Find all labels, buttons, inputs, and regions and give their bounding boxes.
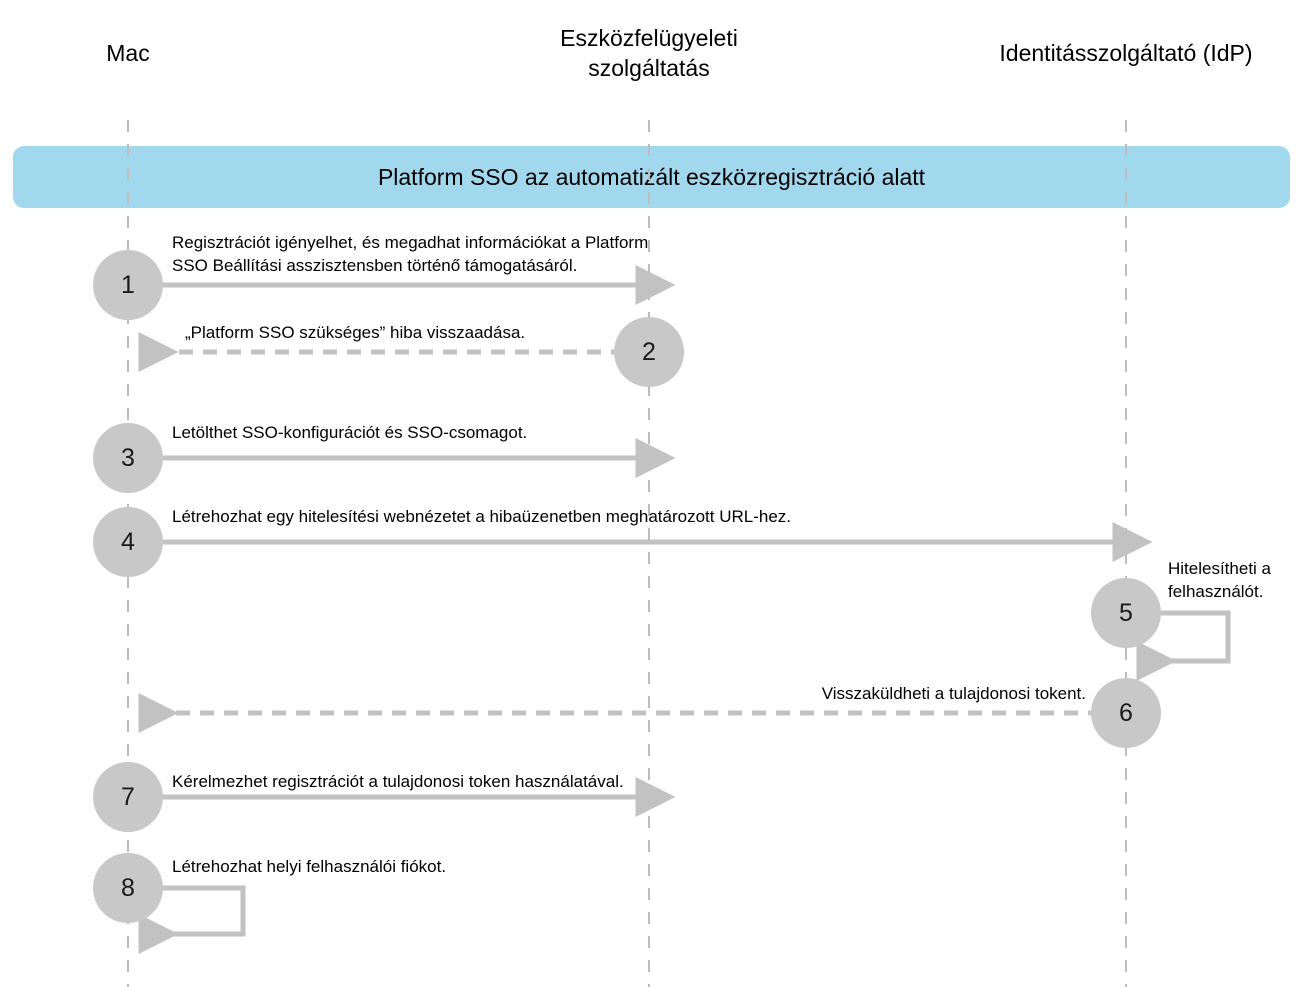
step-circle-6[interactable]: 6	[1091, 678, 1161, 748]
step-circle-7[interactable]: 7	[93, 762, 163, 832]
actor-header-idp: Identitásszolgáltató (IdP)	[999, 40, 1253, 66]
message-label-step-1: Regisztrációt igényelhet, és megadhat in…	[172, 233, 649, 275]
step-circle-1[interactable]: 1	[93, 250, 163, 320]
step-number-label: 4	[121, 527, 135, 556]
step-circle-4[interactable]: 4	[93, 507, 163, 577]
step-circle-2[interactable]: 2	[614, 317, 684, 387]
step-circle-3[interactable]: 3	[93, 423, 163, 493]
message-label-step-2: „Platform SSO szükséges” hiba visszaadás…	[185, 323, 526, 342]
message-label-step-3: Letölthet SSO-konfigurációt és SSO-csoma…	[172, 423, 528, 442]
step-number-label: 5	[1119, 598, 1133, 627]
phase-banner-title: Platform SSO az automatizált eszközregis…	[377, 163, 926, 190]
step-number-label: 3	[121, 443, 135, 472]
arrow-step-8-self-loop	[128, 885, 246, 954]
message-label-step-6: Visszaküldheti a tulajdonosi tokent.	[821, 684, 1086, 703]
message-label-step-8: Létrehozhat helyi felhasználói fiókot.	[172, 857, 447, 876]
arrow-step-5-self-loop	[1126, 610, 1231, 681]
step-number-label: 2	[642, 337, 656, 366]
message-label-step-4: Létrehozhat egy hitelesítési webnézetet …	[172, 507, 792, 526]
message-label-step-5: Hitelesítheti a felhasználót.	[1168, 559, 1271, 601]
step-circle-8[interactable]: 8	[93, 853, 163, 923]
step-number-label: 1	[121, 270, 135, 299]
message-label-step-7: Kérelmezhet regisztrációt a tulajdonosi …	[172, 772, 624, 791]
actor-header-mac: Mac	[106, 40, 150, 66]
actor-header-mdm: Eszközfelügyeleti szolgáltatás	[560, 25, 738, 81]
phase-banner: Platform SSO az automatizált eszközregis…	[13, 146, 1290, 208]
step-circle-5[interactable]: 5	[1091, 578, 1161, 648]
step-number-label: 6	[1119, 698, 1133, 727]
step-number-label: 7	[121, 782, 135, 811]
step-number-label: 8	[121, 873, 135, 902]
